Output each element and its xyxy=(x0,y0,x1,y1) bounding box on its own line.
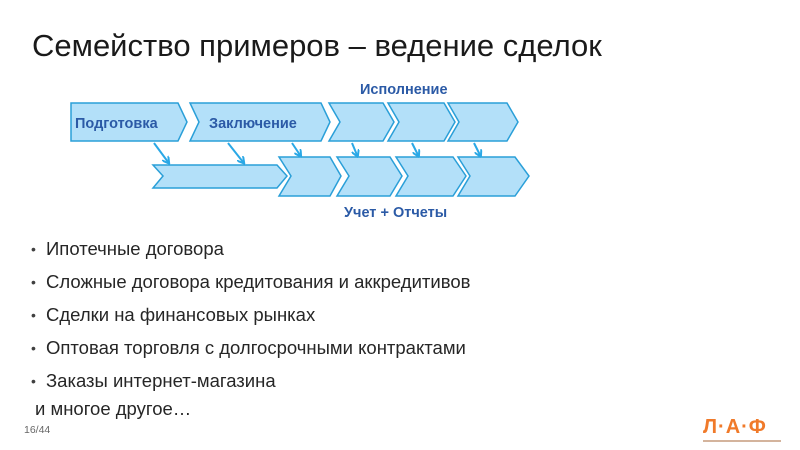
list-item: • Сделки на финансовых рынках xyxy=(31,298,470,331)
bullet-icon: • xyxy=(31,307,36,323)
list-item-text: Заказы интернет-магазина xyxy=(46,370,276,391)
bullet-icon: • xyxy=(31,241,36,257)
accounting-stage-1 xyxy=(151,164,288,189)
connector-arrow xyxy=(153,142,168,162)
stage-execution-1 xyxy=(327,102,395,142)
list-item: • Оптовая торговля с долгосрочными контра… xyxy=(31,331,470,364)
bottom-row xyxy=(151,156,530,197)
stage-execution-3 xyxy=(446,102,519,142)
list-item: • Ипотечные договора xyxy=(31,232,470,265)
stage-zaklyuchenie xyxy=(188,102,331,142)
list-item-text: Оптовая торговля с долгосрочными контрак… xyxy=(46,337,466,358)
bullet-icon: • xyxy=(31,340,36,356)
accounting-stage-4 xyxy=(394,156,467,197)
execution-label: Исполнение xyxy=(360,82,448,98)
logo-text: Л·А·Ф xyxy=(703,416,767,438)
list-item: • Заказы интернет-магазина xyxy=(31,364,470,397)
stage-label-zaklyuchenie: Заключение xyxy=(209,116,297,132)
connector-arrow xyxy=(411,142,418,155)
top-row xyxy=(70,102,519,142)
accounting-reports-label: Учет + Отчеты xyxy=(344,205,447,221)
list-item-text: Сложные договора кредитования и аккредит… xyxy=(46,271,471,292)
connectors xyxy=(153,142,480,162)
stage-execution-2 xyxy=(386,102,456,142)
laf-logo: Л·А·Ф xyxy=(703,416,785,444)
stage-podgotovka xyxy=(70,102,188,142)
list-item-text: Ипотечные договора xyxy=(46,238,224,259)
connector-arrow xyxy=(473,142,480,155)
list-item-text: Сделки на финансовых рынках xyxy=(46,304,316,325)
connector-arrow xyxy=(227,142,243,162)
bullet-icon: • xyxy=(31,274,36,290)
stage-label-podgotovka: Подготовка xyxy=(75,116,159,132)
deal-process-diagram: Подготовка Заключение Исполнение Учет + … xyxy=(70,82,530,221)
slide-title: Семейство примеров – ведение сделок xyxy=(32,28,602,63)
accounting-stage-5 xyxy=(456,156,530,197)
connector-arrow xyxy=(351,142,357,155)
accounting-stage-3 xyxy=(335,156,403,197)
closing-text: и многое другое… xyxy=(35,398,192,419)
bullet-icon: • xyxy=(31,373,36,389)
page-number: 16/44 xyxy=(24,424,51,436)
connector-arrow xyxy=(291,142,300,155)
list-item: • Сложные договора кредитования и аккреди… xyxy=(31,265,470,298)
logo-tagline-line xyxy=(703,440,781,442)
accounting-stage-2 xyxy=(277,156,342,197)
examples-list: • Ипотечные договора • Сложные договора кр… xyxy=(31,232,470,397)
